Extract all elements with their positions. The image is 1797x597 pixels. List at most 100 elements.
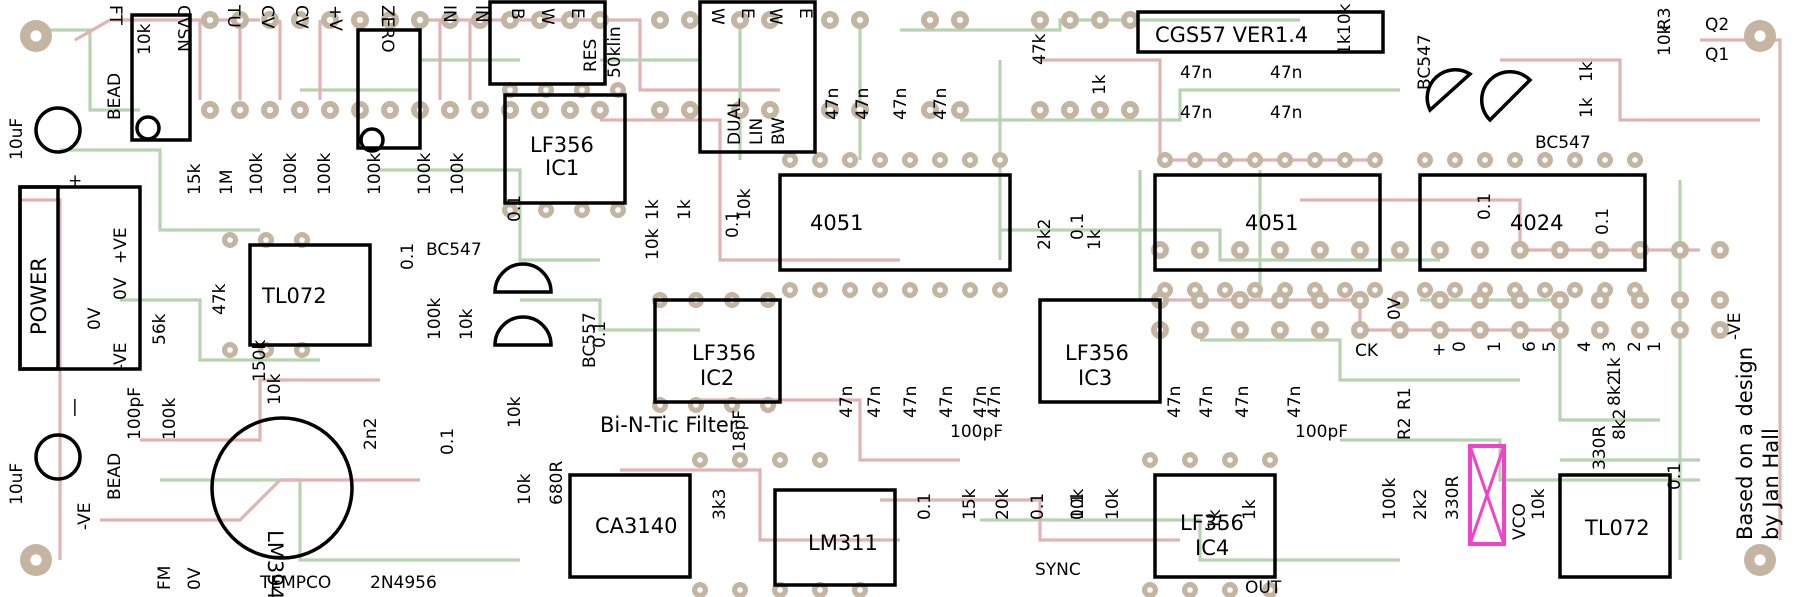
pad-hole xyxy=(907,157,913,163)
electrolytic-cap-bottom xyxy=(34,433,82,481)
pad-hole xyxy=(1512,287,1518,293)
pad-hole xyxy=(857,587,863,593)
resistor-value: 8k2 xyxy=(1610,409,1630,440)
pad-hole xyxy=(1636,326,1644,334)
pad-hole xyxy=(566,16,574,24)
label-plus-v: +V xyxy=(325,5,345,31)
resistor-value: 15k xyxy=(960,488,980,520)
highlighted-component[interactable] xyxy=(1468,444,1506,546)
pad-hole xyxy=(1342,157,1348,163)
resistor-value: 10k xyxy=(735,188,755,220)
transistor-body-3 xyxy=(1425,68,1473,113)
pad-hole xyxy=(1476,326,1484,334)
pad-hole xyxy=(1482,157,1488,163)
pad-hole xyxy=(1316,326,1324,334)
capacitor-value: 47n xyxy=(823,88,843,120)
pad-hole xyxy=(877,157,883,163)
resistor-value: 20k xyxy=(993,488,1013,520)
pad-hole xyxy=(1162,157,1168,163)
pad-hole xyxy=(956,16,964,24)
pad-hole xyxy=(1276,296,1284,304)
pad-hole xyxy=(787,157,793,163)
pad-hole xyxy=(766,106,774,114)
transistor-label-4: BC547 xyxy=(1535,133,1591,153)
label-ck: CK xyxy=(1355,341,1379,361)
resistor-value: 8k2 xyxy=(1605,375,1625,406)
power-label-strip xyxy=(18,185,60,371)
pad-hole xyxy=(1632,157,1638,163)
pad-hole xyxy=(1372,287,1378,293)
ic-lf356-ic1: LF356 IC1 xyxy=(503,93,627,205)
pad-hole xyxy=(596,106,604,114)
resistor-value: 680R xyxy=(547,461,567,505)
pad-hole xyxy=(1227,587,1233,593)
pad-hole xyxy=(1482,287,1488,293)
pad-hole xyxy=(787,287,793,293)
resistor-value: 10k xyxy=(1655,24,1675,56)
counter-pin-number: 6 xyxy=(1520,341,1540,352)
pad-hole xyxy=(266,16,274,24)
cap-10uf-top: 10uF xyxy=(7,118,27,160)
svg-text:TL072: TL072 xyxy=(261,284,327,308)
capacitor-value: 47n xyxy=(865,386,885,418)
ic-4024: 4024 xyxy=(1418,173,1647,272)
pad-hole xyxy=(227,347,233,353)
pad-hole xyxy=(615,87,621,93)
title-box xyxy=(1136,10,1385,54)
ic-ca3140: CA3140 xyxy=(568,473,692,579)
traces-layer xyxy=(20,18,1782,562)
pad-hole xyxy=(1542,157,1548,163)
pad-hole xyxy=(1396,246,1404,254)
svg-text:4051: 4051 xyxy=(810,211,863,235)
pad-hole xyxy=(236,106,244,114)
pad-hole xyxy=(1716,296,1724,304)
pad-hole xyxy=(937,157,943,163)
resistor-value: 2k2 xyxy=(1411,489,1431,520)
pad-hole xyxy=(736,106,744,114)
pad-hole xyxy=(543,87,549,93)
label-minus-ve-right: -VE xyxy=(1725,312,1745,340)
capacitor-value: 0.1 xyxy=(1068,213,1088,240)
pad-hole xyxy=(266,106,274,114)
pad-hole xyxy=(1716,246,1724,254)
ic-lf356-ic3: LF356 IC3 xyxy=(1038,298,1162,404)
pad-hole xyxy=(1036,106,1044,114)
capacitor-value: 47n xyxy=(937,386,957,418)
pad-hole xyxy=(656,106,664,114)
pad-hole xyxy=(1436,296,1444,304)
pad-hole xyxy=(1716,326,1724,334)
pad-hole xyxy=(416,16,424,24)
pad-hole xyxy=(967,287,973,293)
dual-pot-box xyxy=(698,0,817,154)
pad-hole xyxy=(1036,16,1044,24)
capacitor-value: 0.1 xyxy=(1475,193,1495,220)
pads-layer xyxy=(20,11,1776,597)
pad-hole xyxy=(1596,246,1604,254)
pad-hole xyxy=(506,16,514,24)
resistor-value: 10k xyxy=(643,228,663,260)
counter-pin-number: 0 xyxy=(1450,341,1470,352)
pad-hole xyxy=(1676,246,1684,254)
highlight-cross-icon xyxy=(1468,445,1506,545)
pot-10k-left xyxy=(130,13,192,142)
svg-text:IC1: IC1 xyxy=(545,156,579,180)
pad-hole xyxy=(1556,246,1564,254)
pad-hole xyxy=(1236,246,1244,254)
pad-hole xyxy=(1396,296,1404,304)
pad-hole xyxy=(296,16,304,24)
pad-hole xyxy=(236,16,244,24)
pad-hole xyxy=(356,16,364,24)
resistor-value: 2k2 xyxy=(1035,219,1055,250)
pad-hole xyxy=(1162,287,1168,293)
svg-text:IC3: IC3 xyxy=(1078,366,1112,390)
pad-hole xyxy=(1516,326,1524,334)
pad-hole xyxy=(506,106,514,114)
pad-hole xyxy=(1126,106,1134,114)
pad-hole xyxy=(386,16,394,24)
resistor-value: 1k xyxy=(1577,61,1597,82)
dual-pin-w1: W xyxy=(707,8,727,25)
pad-hole xyxy=(299,347,305,353)
pad-hole xyxy=(1556,326,1564,334)
resistor-value: 100k xyxy=(315,153,335,195)
